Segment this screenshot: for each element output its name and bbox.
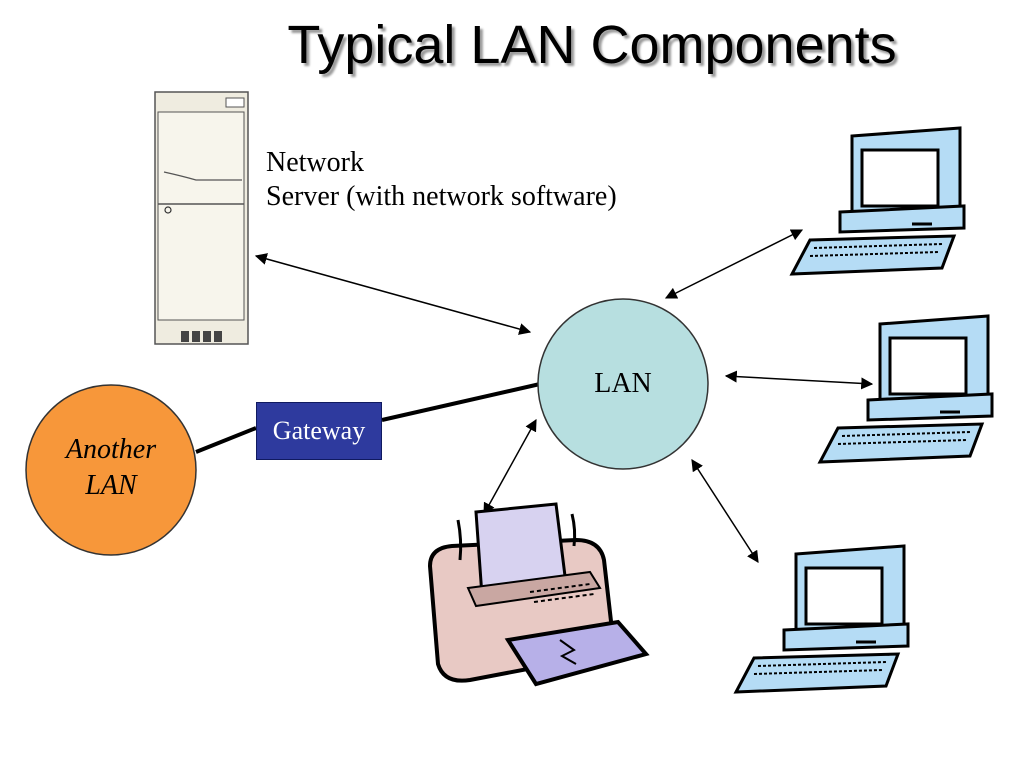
gateway-label: Gateway bbox=[272, 416, 366, 445]
lan-computer-2-arrow bbox=[724, 370, 874, 390]
gateway-link-right bbox=[381, 382, 541, 422]
lan-computer-1-arrow bbox=[664, 229, 804, 299]
computer-icon-3 bbox=[733, 544, 910, 694]
another-lan-label-line1: Another bbox=[65, 434, 157, 465]
lan-label: LAN bbox=[594, 368, 652, 399]
server-label-line1: Network bbox=[266, 147, 364, 178]
lan-circle bbox=[537, 298, 709, 470]
page-title: Typical LAN Components bbox=[287, 15, 897, 75]
server-label: Network Server (with network software) bbox=[266, 146, 617, 214]
gateway-box: Gateway bbox=[256, 402, 382, 460]
another-lan-circle bbox=[25, 384, 197, 556]
lan-computer-3-arrow bbox=[691, 458, 759, 564]
another-lan-label-line2: LAN bbox=[85, 470, 137, 501]
server-icon bbox=[154, 91, 249, 345]
lan-printer-arrow bbox=[483, 418, 537, 516]
gateway-link-left bbox=[195, 426, 257, 454]
server-label-line2: Server (with network software) bbox=[266, 181, 617, 212]
server-lan-arrow bbox=[254, 253, 532, 335]
computer-icon-2 bbox=[817, 314, 994, 464]
computer-icon-1 bbox=[789, 126, 966, 276]
printer-icon bbox=[427, 502, 650, 687]
another-lan-label: Another LAN bbox=[26, 432, 196, 504]
